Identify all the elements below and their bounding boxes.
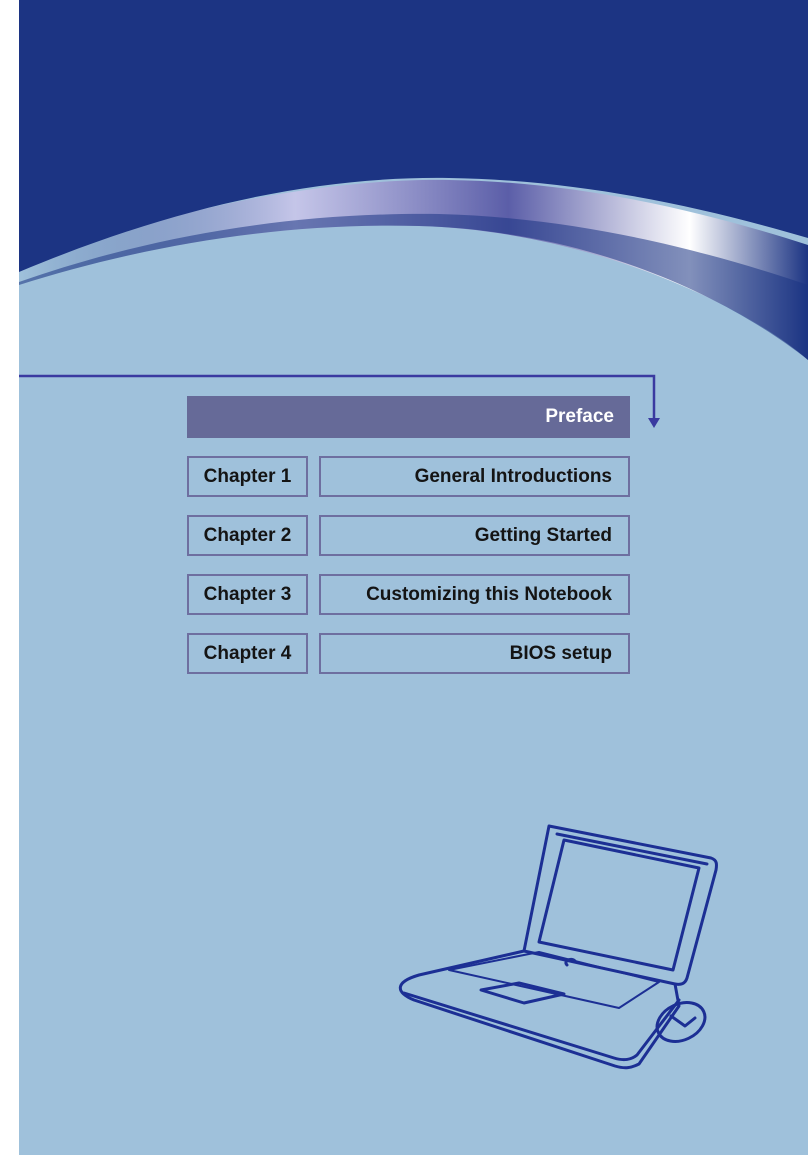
- laptop-illustration-icon: [398, 824, 718, 1070]
- chapter-3-label: Chapter 3: [203, 583, 292, 605]
- laptop-lid: [522, 824, 718, 986]
- chapter-1-label: Chapter 1: [203, 465, 292, 487]
- lid-inner-edge: [555, 832, 709, 866]
- chapter-4-title: BIOS setup: [509, 642, 612, 664]
- chapter-1-box[interactable]: Chapter 1: [187, 456, 308, 497]
- chapter-3-box[interactable]: Chapter 3: [187, 574, 308, 615]
- touchpad: [479, 981, 566, 1005]
- chapter-3-title: Customizing this Notebook: [366, 583, 612, 605]
- swoosh-highlight: [19, 179, 808, 360]
- laptop-screen: [537, 838, 701, 972]
- chapter-4-box[interactable]: Chapter 4: [187, 633, 308, 674]
- connector-line: [19, 374, 656, 420]
- chapter-4-label: Chapter 4: [203, 642, 292, 664]
- chapter-1-title-box[interactable]: General Introductions: [319, 456, 630, 497]
- chapter-2-box[interactable]: Chapter 2: [187, 515, 308, 556]
- chapter-3-title-box[interactable]: Customizing this Notebook: [319, 574, 630, 615]
- arrow-down-icon: [648, 418, 660, 428]
- cover-background: [19, 0, 808, 1155]
- chapter-2-title-box[interactable]: Getting Started: [319, 515, 630, 556]
- laptop-base: [398, 949, 681, 1070]
- preface-bar[interactable]: Preface: [187, 396, 630, 438]
- dark-blue-band: [19, 0, 808, 272]
- mouse: [655, 1001, 707, 1043]
- chapter-1-title: General Introductions: [414, 465, 612, 487]
- logo-mark: [564, 957, 577, 967]
- preface-label: Preface: [545, 406, 614, 427]
- base-front-edge: [402, 991, 681, 1062]
- chapter-2-title: Getting Started: [474, 524, 612, 546]
- chapter-4-title-box[interactable]: BIOS setup: [319, 633, 630, 674]
- chapter-2-label: Chapter 2: [203, 524, 292, 546]
- manual-cover-page: Preface Chapter 1 General Introductions …: [19, 0, 808, 1155]
- swoosh-lower-edge: [19, 213, 808, 360]
- mouse-button: [669, 1014, 697, 1028]
